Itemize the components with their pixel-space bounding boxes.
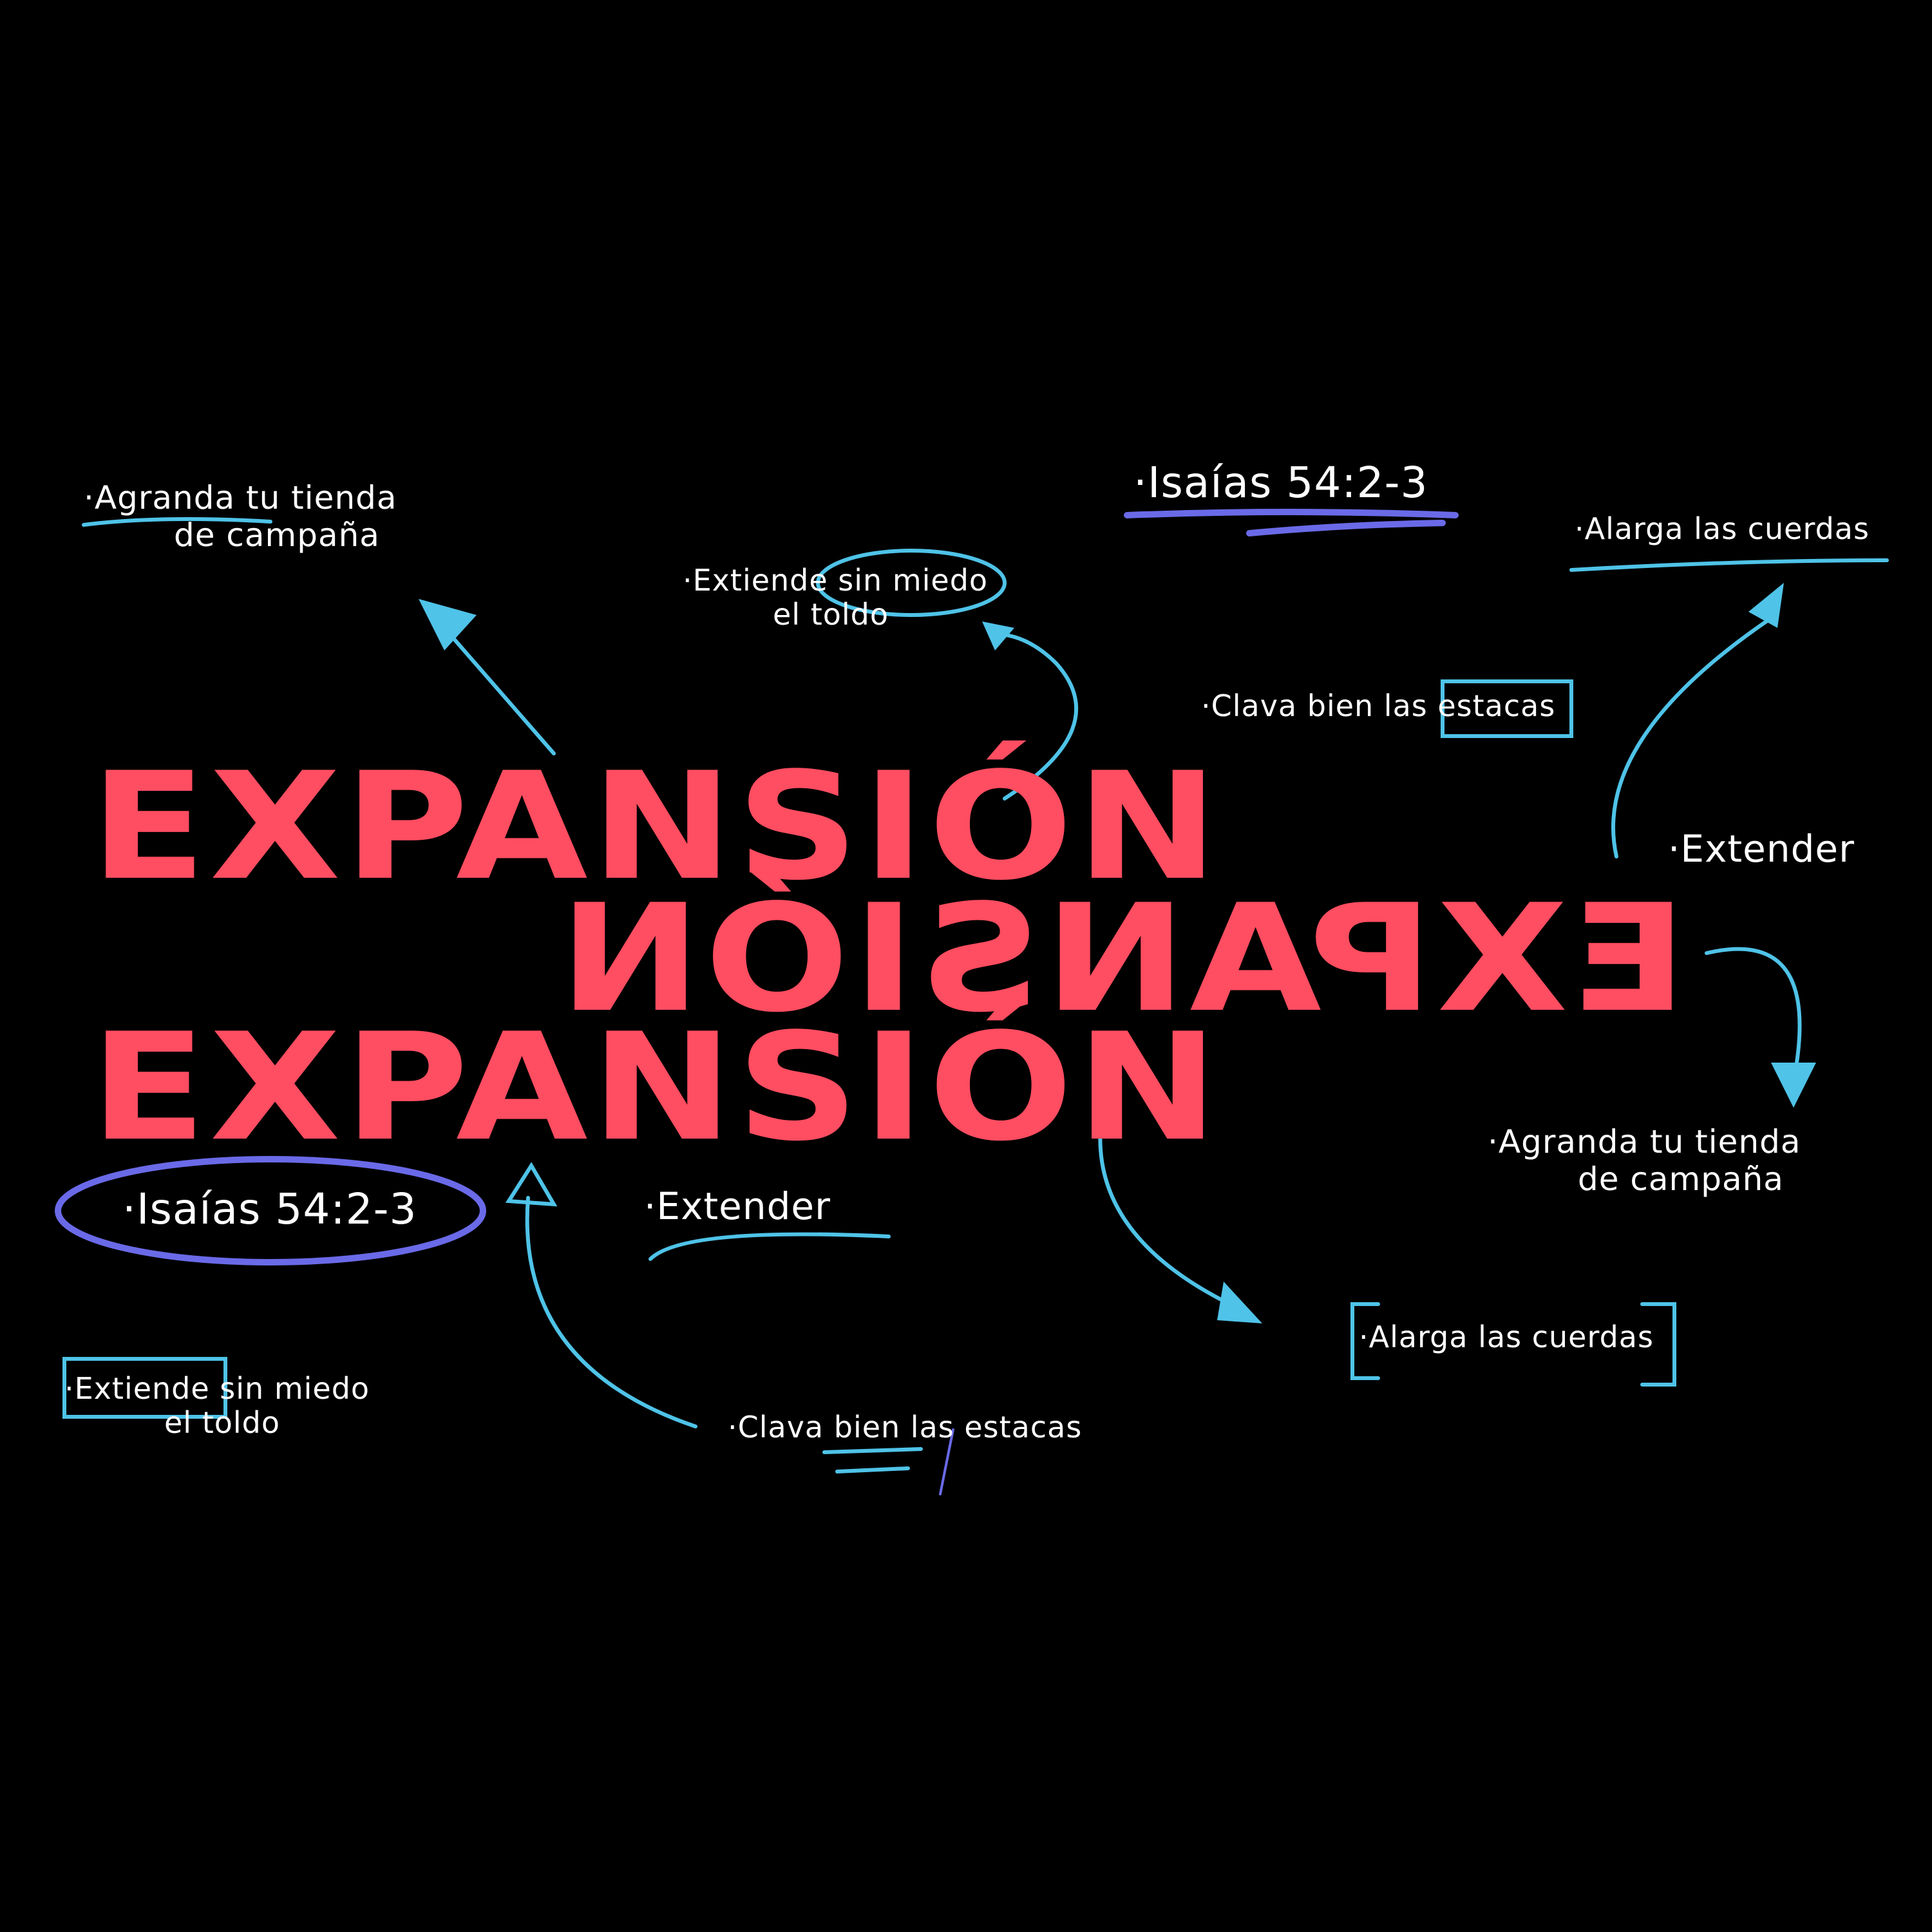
- underline-clava-1: [822, 1447, 923, 1454]
- underline-clava-2: [835, 1466, 910, 1473]
- arrow-to-agranda-top: [442, 626, 556, 755]
- note-extiende-top-line1: ·Extiende sin miedo: [683, 563, 989, 598]
- note-agranda-right-line1: ·Agranda tu tienda: [1488, 1123, 1801, 1160]
- title-line-1: EXPANSIÓN: [90, 741, 1222, 913]
- note-alarga-bottom: ·Alarga las cuerdas: [1359, 1320, 1654, 1354]
- underline-ref-top-2: [1246, 520, 1446, 536]
- arrow-to-alarga-top: [1611, 616, 1773, 858]
- note-extender-right: ·Extender: [1668, 827, 1855, 871]
- circle-sin-miedo: [816, 549, 1007, 617]
- note-clava-bottom: ·Clava bien las estacas: [728, 1410, 1083, 1444]
- arrowhead-alarga-bottom: [1217, 1282, 1262, 1323]
- box-extiende: [62, 1357, 227, 1419]
- note-extiende-top-line2: el toldo: [773, 596, 889, 632]
- note-extiende-top: ·Extiende sin miedo el toldo: [683, 564, 988, 632]
- note-agranda-right: ·Agranda tu tienda de campaña: [1488, 1123, 1801, 1198]
- arrow-from-clava: [525, 1196, 697, 1428]
- note-extender-bottom: ·Extender: [644, 1184, 831, 1228]
- ref-isaias-bottom: ·Isaías 54:2-3: [122, 1184, 417, 1234]
- stake-line: [939, 1428, 954, 1495]
- arrowhead-alarga-top: [1748, 583, 1784, 628]
- note-extiende-bottom-line2: el toldo: [164, 1405, 281, 1440]
- underline-extender-bottom: [649, 1232, 891, 1261]
- ref-isaias-top: ·Isaías 54:2-3: [1133, 458, 1428, 507]
- arrow-to-alarga-bottom: [1098, 1119, 1238, 1309]
- note-extiende-bottom: ·Extiende sin miedo el toldo: [64, 1372, 370, 1440]
- note-alarga-top: ·Alarga las cuerdas: [1575, 511, 1870, 546]
- underline-ref-top: [1124, 509, 1459, 518]
- arrowhead-from-clava: [505, 1162, 558, 1207]
- underline-agranda-top: [82, 517, 272, 527]
- title-line-3: EXPANSIÓN: [90, 1002, 1222, 1174]
- note-agranda-right-line2: de campaña: [1578, 1160, 1784, 1198]
- box-estacas: [1441, 679, 1573, 738]
- bracket-left-alarga: [1350, 1302, 1380, 1380]
- circle-ref-bottom: [55, 1156, 486, 1265]
- arrowhead-agranda-right: [1771, 1063, 1816, 1108]
- note-agranda-top-line2: de campaña: [174, 516, 380, 554]
- underline-alarga-top: [1569, 558, 1889, 572]
- note-agranda-top-line1: ·Agranda tu tienda: [84, 479, 397, 516]
- arrow-to-agranda-right: [1705, 947, 1802, 1065]
- note-agranda-top: ·Agranda tu tienda de campaña: [84, 479, 397, 554]
- note-clava-top: ·Clava bien las estacas: [1201, 688, 1556, 723]
- note-extiende-bottom-line1: ·Extiende sin miedo: [64, 1371, 370, 1406]
- bracket-right-alarga: [1640, 1302, 1676, 1387]
- arrowhead-agranda-top: [419, 599, 477, 650]
- arrowhead-extiende-top: [982, 621, 1014, 650]
- arrow-to-extiende-top: [999, 632, 1079, 800]
